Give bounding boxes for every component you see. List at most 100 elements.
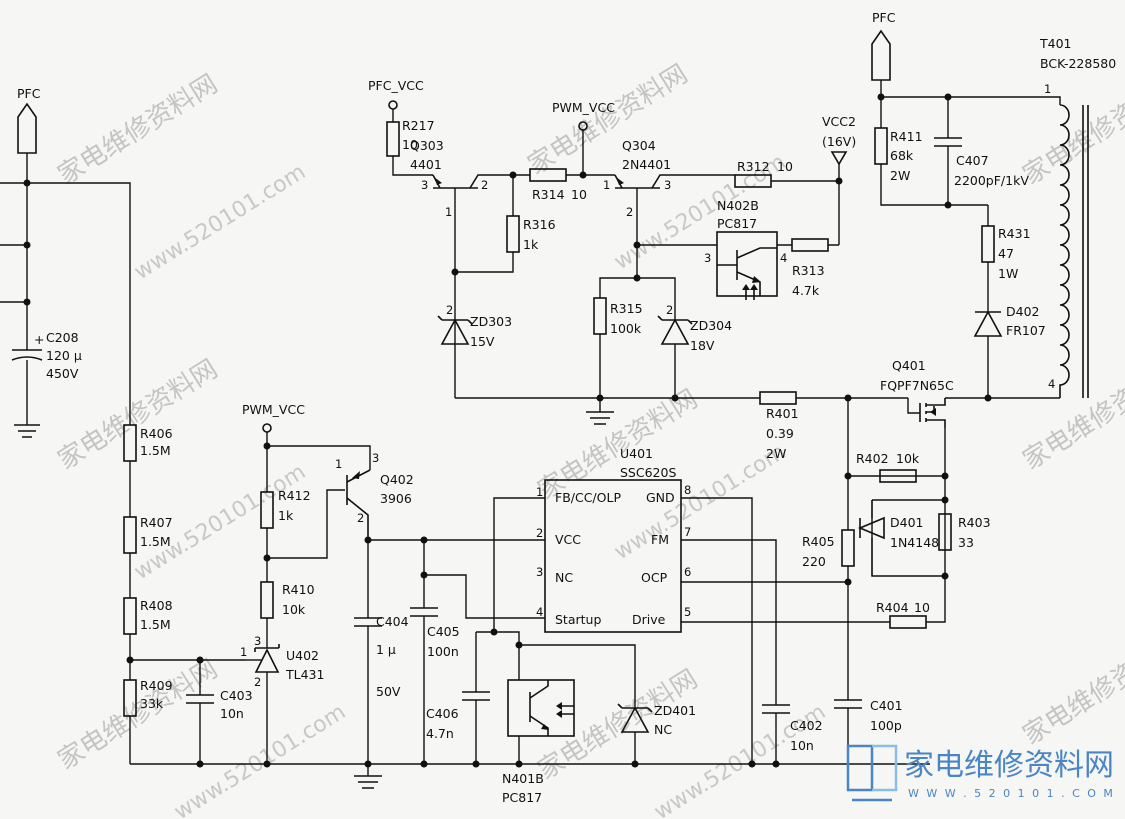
feedback-section: N401B PC817 ZD401 NC C402 10n	[462, 628, 823, 805]
pfc-arrow-left	[17, 102, 37, 154]
ic-pin-label: FM	[651, 532, 669, 547]
ic-ref: U401	[620, 446, 653, 461]
r403-value: 33	[958, 535, 974, 550]
terminal-pwm-vcc-left	[262, 423, 272, 433]
r315-value: 100k	[610, 321, 642, 336]
watermark-url: www.520101.com	[170, 700, 350, 819]
c208-rating: 450V	[46, 366, 79, 381]
net-label-vcc2-voltage: (16V)	[822, 134, 856, 149]
watermark-cn: 家电维修资料网	[53, 69, 223, 191]
r217-value: 10	[402, 137, 418, 152]
r401-rating: 2W	[766, 446, 786, 461]
net-label-pwm-vcc: PWM_VCC	[552, 100, 615, 115]
u402-ref: U402	[286, 648, 319, 663]
r409-ref: R409	[140, 678, 173, 693]
n401b-part: PC817	[502, 790, 542, 805]
ic-pin-num: 1	[536, 485, 543, 499]
r315-ref: R315	[610, 301, 643, 316]
r314-ref: R314	[532, 187, 565, 202]
r404-ref: R404	[876, 600, 909, 615]
c407-ref: C407	[956, 153, 989, 168]
r412-value: 1k	[278, 508, 294, 523]
zd303-pin: 2	[446, 303, 453, 317]
c404-ref: C404	[376, 614, 409, 629]
r411-ref: R411	[890, 129, 923, 144]
r409-value: 33k	[140, 696, 164, 711]
c208-ref: C208	[46, 330, 79, 345]
ic-pin-label: Startup	[555, 612, 601, 627]
ic-pin-label: NC	[555, 570, 573, 585]
ic-pin-label: VCC	[555, 532, 581, 547]
d401-part: 1N4148	[890, 535, 939, 550]
ground-symbol	[586, 398, 614, 425]
q402-pin2: 2	[357, 511, 364, 525]
site-logo: 家电维修资料网 W W W . 5 2 0 1 0 1 . C O M	[846, 744, 1114, 802]
r404-value: 10	[914, 600, 930, 615]
ic-pin-num: 8	[684, 483, 691, 497]
r316-value: 1k	[523, 237, 539, 252]
q304-ref: Q304	[622, 138, 656, 153]
r402-value: 10k	[896, 451, 920, 466]
r314-value: 10	[571, 187, 587, 202]
ic-part: SSC620S	[620, 465, 676, 480]
d402-ref: D402	[1006, 304, 1039, 319]
resistor-r217	[386, 121, 400, 157]
net-label-pfc: PFC	[872, 10, 896, 25]
r407-value: 1.5M	[140, 534, 171, 549]
d402-part: FR107	[1006, 323, 1046, 338]
u402-pin2: 2	[254, 675, 261, 689]
r312-value: 10	[777, 159, 793, 174]
r403-ref: R403	[958, 515, 991, 530]
c407-value: 2200pF/1kV	[954, 173, 1029, 188]
resistor-r401	[759, 391, 797, 405]
n402b-ref: N402B	[717, 198, 759, 213]
zener-zd304: 2 ZD304 18V	[657, 303, 732, 398]
watermark-cn: 家电维修资料网	[533, 664, 703, 786]
zd401-ref: ZD401	[654, 703, 696, 718]
zd304-value: 18V	[690, 338, 715, 353]
resistor-r407	[123, 516, 137, 554]
r405-value: 220	[802, 554, 826, 569]
resistor-r405	[841, 529, 855, 567]
r410-ref: R410	[282, 582, 315, 597]
c403-value: 10n	[220, 706, 244, 721]
c401-value: 100p	[870, 718, 902, 733]
ground-symbol	[354, 764, 382, 789]
transformer-winding	[1059, 104, 1070, 398]
resistor-r313	[791, 238, 829, 252]
ic-body	[544, 479, 682, 633]
n402b-pin3: 3	[704, 251, 711, 265]
pfc-input-section: PFC + C208 120 μ 450V	[0, 86, 131, 438]
c406-value: 4.7n	[426, 726, 454, 741]
plus-marker: +	[34, 332, 44, 347]
q304-pin3: 3	[664, 178, 671, 192]
optocoupler-n402b: N402B PC817 3 4	[704, 198, 787, 300]
resistor-r404	[889, 615, 927, 629]
watermark-cn: 家电维修资料网	[533, 384, 703, 506]
r411-rating: 2W	[890, 168, 910, 183]
zener-zd303: 2 ZD303 15V	[437, 303, 512, 349]
zd401-value: NC	[654, 722, 672, 737]
r412-ref: R412	[278, 488, 311, 503]
u402-pin1: 1	[240, 645, 247, 659]
q303-part: 4401	[410, 157, 442, 172]
r313-ref: R313	[792, 263, 825, 278]
t401-ref: T401	[1039, 36, 1072, 51]
ic-pin-num: 3	[536, 565, 543, 579]
ic-pin-label: OCP	[641, 570, 668, 585]
q401-part: FQPF7N65C	[880, 378, 954, 393]
resistor-r402	[879, 469, 917, 483]
c405-ref: C405	[427, 624, 460, 639]
watermark-cn: 家电维修资料网	[1018, 69, 1125, 191]
r402-ref: R402	[856, 451, 889, 466]
r406-ref: R406	[140, 426, 173, 441]
n402b-pin4: 4	[780, 251, 787, 265]
watermark-url: www.520101.com	[130, 160, 310, 286]
q402-pin3: 3	[372, 451, 379, 465]
r217-ref: R217	[402, 118, 435, 133]
net-label-pfc: PFC	[17, 86, 41, 101]
q304-part: 2N4401	[622, 157, 671, 172]
r313-value: 4.7k	[792, 283, 820, 298]
ic-pin-label: GND	[646, 490, 675, 505]
